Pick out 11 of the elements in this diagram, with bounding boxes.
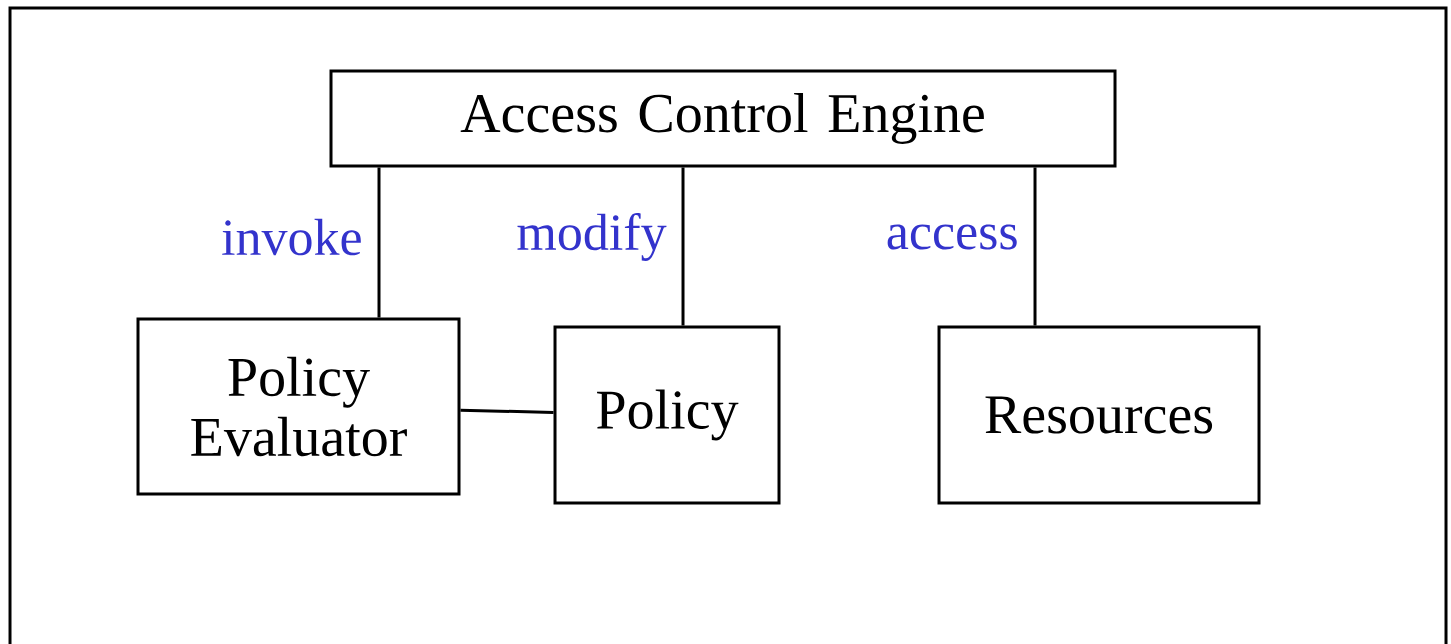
edge-label: access — [887, 224, 1017, 250]
connector-line — [1033, 167, 1037, 326]
connector-line — [460, 408, 554, 414]
box: Access Control Engine — [329, 69, 1117, 168]
box: Policy — [553, 325, 781, 505]
connector-line — [681, 167, 685, 326]
edge-label: invoke — [222, 218, 361, 256]
box: Policy Evaluator — [136, 317, 461, 496]
edge-label: modify — [517, 213, 667, 261]
connector-line — [377, 167, 381, 318]
box: Resources — [937, 325, 1261, 505]
